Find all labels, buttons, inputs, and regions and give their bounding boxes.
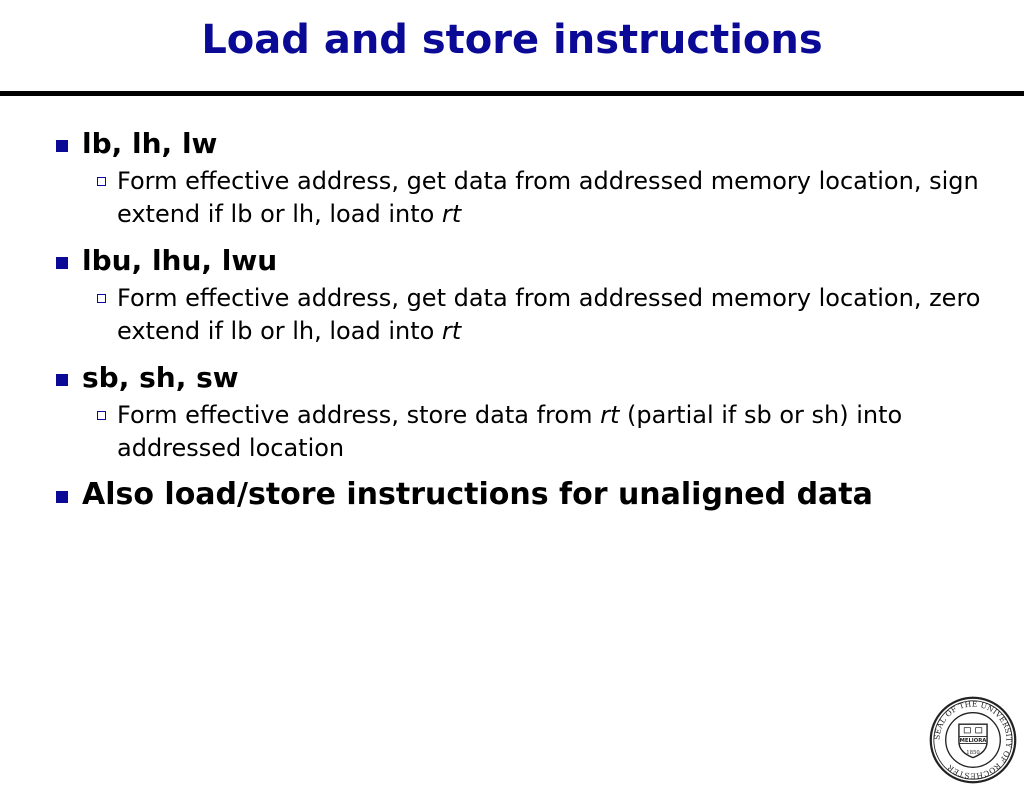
sub-bullet-italic: rt [441,317,462,345]
square-bullet-icon [56,491,68,503]
bullet-list: lb, lh, lw Form effective address, get d… [52,124,992,525]
bullet-heading-text: Also load/store instructions for unalign… [82,477,873,512]
sub-bullet: Form effective address, get data from ad… [52,165,992,231]
hollow-square-bullet-icon [97,411,106,420]
list-item: lb, lh, lw Form effective address, get d… [52,124,992,231]
sub-bullet-text-after: (partial if sb or sh) into addressed loc… [117,401,903,462]
list-item: Also load/store instructions for unalign… [52,475,992,515]
list-item: lbu, lhu, lwu Form effective address, ge… [52,241,992,348]
bullet-heading: lb, lh, lw [52,124,992,164]
sub-bullet: Form effective address, store data from … [52,399,992,465]
sub-bullet-italic: rt [441,200,462,228]
sub-bullet-text: Form effective address, get data from ad… [117,167,979,228]
bullet-heading-text: lb, lh, lw [82,127,218,160]
square-bullet-icon [56,257,68,269]
sub-bullet-text: Form effective address, store data from [117,401,601,429]
bullet-heading: sb, sh, sw [52,358,992,398]
square-bullet-icon [56,140,68,152]
square-bullet-icon [56,374,68,386]
hollow-square-bullet-icon [97,294,106,303]
seal-year: 1850 [966,750,979,756]
hollow-square-bullet-icon [97,177,106,186]
slide-title: Load and store instructions [201,17,823,63]
university-seal-logo: SEAL OF THE UNIVERSITY OF ROCHESTER MELI… [929,696,1017,784]
sub-bullet-text: Form effective address, get data from ad… [117,284,981,345]
bullet-heading-text: sb, sh, sw [82,361,239,394]
bullet-heading-text: lbu, lhu, lwu [82,244,278,277]
sub-bullet-italic: rt [600,401,620,429]
bullet-heading: Also load/store instructions for unalign… [52,475,992,515]
list-item: sb, sh, sw Form effective address, store… [52,358,992,465]
bullet-heading: lbu, lhu, lwu [52,241,992,281]
seal-motto: MELIORA [960,738,988,744]
title-divider [0,91,1024,96]
sub-bullet: Form effective address, get data from ad… [52,282,992,348]
